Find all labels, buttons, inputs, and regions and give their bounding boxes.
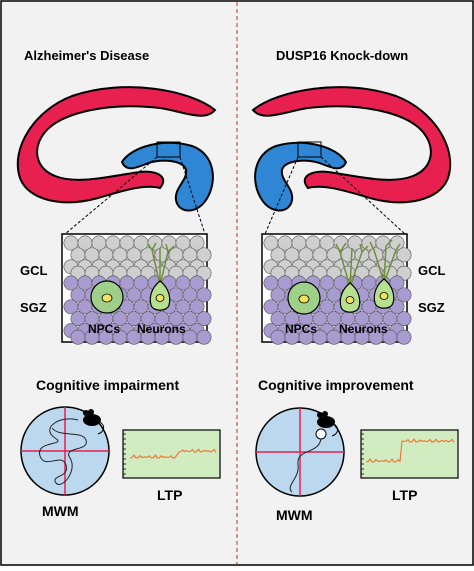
zoom-line-left [264,156,299,235]
nucleus [379,292,389,300]
tissue-cell [196,287,212,303]
escape-platform-icon [315,428,327,440]
tissue-cell [396,311,412,327]
ltp-label: LTP [157,487,182,503]
nucleus [101,293,113,303]
left-panel: Alzheimer's Disease NPCs Neurons GCL [16,48,221,519]
ltp-chart [360,429,459,479]
ltp-label: LTP [392,487,417,503]
right-outcome: Cognitive improvement [258,377,414,393]
gcl-label: GCL [20,263,48,278]
tissue-cell [189,275,205,291]
npc-label: NPCs [88,322,120,336]
ltp-trace [365,438,455,463]
nucleus [155,294,165,302]
neuron-label: Neurons [339,322,388,336]
npc-label: NPCs [285,322,317,336]
swim-path [39,418,87,485]
mouse-icon [83,409,105,435]
zoom-inset-icon [156,141,181,158]
ca-region [251,86,452,204]
dentate-gyrus [254,141,348,212]
sgz-label: SGZ [418,300,445,315]
neuron-label: Neurons [137,322,186,336]
tissue-cell [196,247,212,263]
left-title: Alzheimer's Disease [24,48,149,63]
npc-cell [287,281,321,315]
right-panel: DUSP16 Knock-down [251,48,459,523]
mwm-label: MWM [42,503,79,519]
tissue-cell [189,235,205,251]
ltp-trace [129,448,217,459]
dentate-inset: NPCs Neurons [61,233,212,345]
zoom-line-right [179,156,206,235]
npc-cell [90,280,124,314]
tissue-cell [196,329,212,345]
right-title: DUSP16 Knock-down [276,48,408,63]
tissue-cell [270,329,286,345]
tissue-cell [396,329,412,345]
dendrite [147,242,175,286]
gcl-cell-layer [63,235,212,281]
sgz-label: SGZ [20,300,47,315]
tissue-cell [70,329,86,345]
swim-path [289,438,322,493]
hippocampus-icon [16,86,217,212]
tissue-cell [396,287,412,303]
dentate-gyrus [120,141,214,212]
water-maze [20,406,110,496]
ltp-panel [122,429,221,479]
neuron-cell [335,242,369,313]
tissue-cell [389,275,405,291]
ltp-panel [360,429,459,479]
nucleus [298,294,310,304]
neuron-cell [147,242,175,311]
ltp-chart [122,429,221,479]
ca-region [16,86,217,204]
ltp-axis-ticks [361,433,364,475]
gcl-label: GCL [418,263,446,278]
nucleus [345,296,355,304]
tissue-cell [196,311,212,327]
dentate-inset: NPCs Neurons [261,233,412,345]
hippocampus-icon [251,86,452,212]
tissue-cell [396,247,412,263]
mwm-label: MWM [276,507,313,523]
left-outcome: Cognitive impairment [36,377,179,393]
ltp-axis-ticks [123,433,126,475]
zoom-line-right [320,156,406,235]
tissue-cell [189,299,205,315]
dendrite [369,239,401,284]
water-maze [255,407,345,497]
zoom-inset-icon [297,141,322,158]
dendrite [335,242,369,288]
mouse-icon [317,411,339,437]
neuron-cell [369,239,401,309]
